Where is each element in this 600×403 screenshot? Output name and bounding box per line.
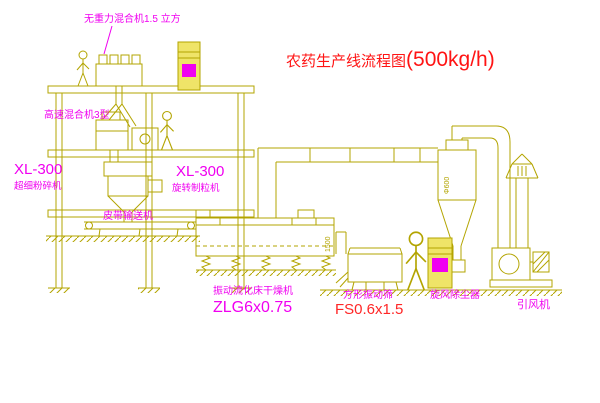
label-dryer-model: ZLG6x0.75 [213, 299, 292, 316]
high-speed-mixer-machine [95, 111, 129, 151]
ground-line [320, 289, 562, 296]
labels-layer: 农药生产线流程图(500kg/h) 无重力混合机1.5 立方 高速混合机3型 X… [14, 12, 550, 318]
label-cyclone: 旋风除尘器 [430, 288, 480, 301]
label-sieve-model: FS0.6x1.5 [335, 301, 403, 318]
title-capacity: (500kg/h) [406, 48, 495, 71]
rain-cap-icon [505, 153, 539, 179]
exhaust-stack [505, 153, 539, 248]
control-cabinet-right [427, 237, 453, 289]
worker-top-platform [76, 50, 90, 87]
label-granulator-name: 旋转制粒机 [172, 182, 220, 194]
induced-draft-fan-machine [489, 247, 553, 288]
label-high-speed-mixer: 高速混合机3型 [44, 108, 110, 121]
label-granulator-model: XL-300 [176, 163, 224, 180]
label-leader-line [103, 25, 113, 55]
label-pulverizer-model: XL-300 [14, 161, 62, 178]
dim-cyclone-diameter: Φ600 [444, 177, 451, 194]
auxiliary-machine [131, 127, 159, 151]
rotary-granulator-machine [103, 150, 163, 222]
dryer-outlet-duct [335, 231, 347, 254]
worker-second-floor [159, 110, 175, 151]
label-gravity-mixer: 无重力混合机1.5 立方 [84, 12, 181, 25]
vibrating-sieve-machine [335, 247, 403, 291]
column-footings [48, 287, 252, 293]
control-cabinet-top [177, 41, 201, 91]
label-pulverizer-name: 超细粉碎机 [14, 180, 62, 192]
dryer-exhaust-duct [257, 147, 438, 218]
label-fan: 引风机 [517, 297, 550, 311]
page-title: 农药生产线流程图(500kg/h) [286, 48, 495, 71]
belt-conveyor-machine [84, 221, 196, 237]
title-main: 农药生产线流程图 [286, 53, 406, 70]
cyclone-outlet-duct [451, 125, 511, 248]
platform-ground-hatch [46, 235, 200, 242]
label-belt-conveyor: 皮带输送机 [103, 209, 153, 222]
label-sieve-name: 方形振动筛 [343, 288, 393, 301]
cabinet-indicator-panel [432, 258, 448, 272]
dim-duct-height: 1500 [325, 236, 332, 252]
fluid-bed-dryer-machine [195, 209, 336, 276]
worker-ground [405, 231, 427, 291]
fan-motor [532, 251, 550, 273]
label-dryer-name: 振动流化床干燥机 [213, 284, 293, 297]
cabinet-indicator-panel [182, 64, 196, 77]
